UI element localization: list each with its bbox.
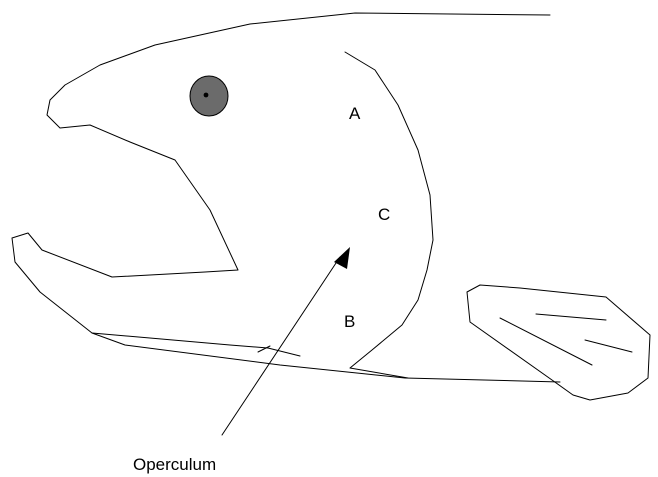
fin-ray-2 — [500, 318, 592, 365]
label-b: B — [344, 312, 355, 331]
fin-ray-1 — [536, 314, 606, 320]
label-a: A — [349, 104, 361, 123]
pectoral-fin-outline — [467, 285, 650, 400]
operculum-pointer-arrowhead — [334, 247, 350, 269]
pupil — [204, 93, 209, 98]
fin-ray-3 — [585, 340, 632, 352]
head-top-outline — [12, 13, 560, 382]
operculum-label: Operculum — [133, 455, 216, 474]
label-c: C — [378, 205, 390, 224]
eye-icon — [190, 76, 228, 116]
